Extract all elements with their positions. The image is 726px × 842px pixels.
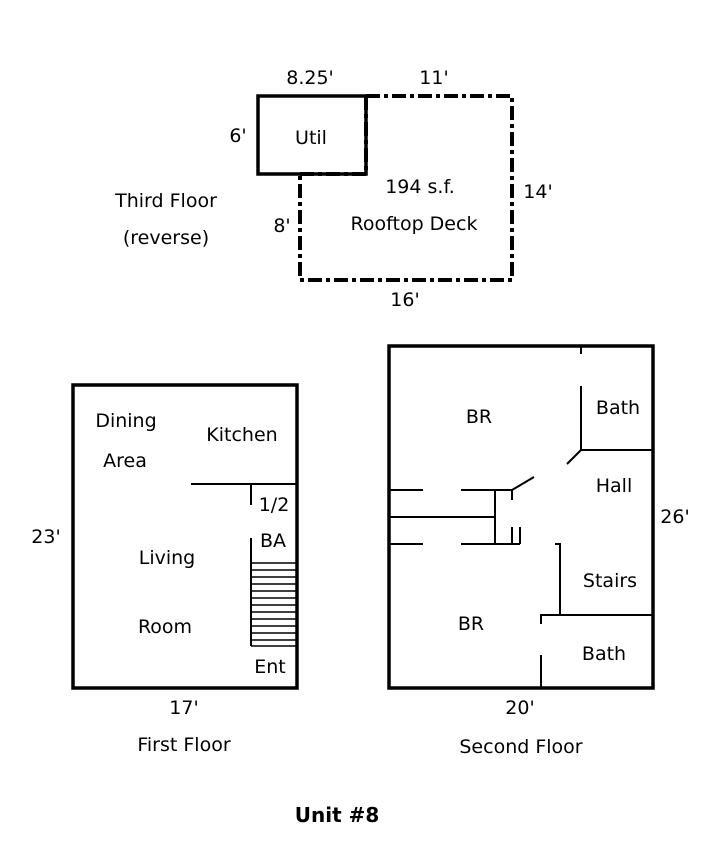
hall-angled-wall bbox=[566, 449, 582, 465]
dim-second-width: 20' bbox=[505, 697, 534, 719]
rooftop-deck-outline bbox=[298, 94, 514, 282]
first-floor: Dining Area Kitchen 1/2 BA Living Room E… bbox=[31, 383, 299, 756]
room-br-bottom: BR bbox=[458, 613, 484, 635]
dim-deck-right: 14' bbox=[523, 181, 552, 203]
dim-second-height: 26' bbox=[660, 506, 689, 528]
first-floor-outline bbox=[71, 383, 299, 690]
bottom-bath-wall bbox=[540, 614, 653, 624]
room-stairs: Stairs bbox=[583, 570, 637, 592]
room-entry: Ent bbox=[254, 656, 286, 678]
dim-deck-left: 8' bbox=[273, 215, 290, 237]
door-swing bbox=[511, 476, 535, 491]
room-living-line1: Living bbox=[139, 547, 196, 569]
stairs-wall bbox=[555, 543, 561, 615]
dim-deck-top: 11' bbox=[419, 67, 448, 89]
dim-util-height: 6' bbox=[229, 125, 246, 147]
unit-title: Unit #8 bbox=[295, 803, 380, 827]
dim-first-width: 17' bbox=[169, 697, 198, 719]
third-floor-label: Third Floor bbox=[114, 190, 217, 212]
room-living-line2: Room bbox=[138, 616, 192, 638]
room-util: Util bbox=[295, 127, 327, 149]
room-bath-top: Bath bbox=[596, 397, 640, 419]
room-br-top: BR bbox=[466, 406, 492, 428]
room-rooftop-deck: Rooftop Deck bbox=[351, 213, 478, 235]
room-half-bath-line2: BA bbox=[260, 530, 286, 552]
room-dining-line2: Area bbox=[103, 450, 147, 472]
room-kitchen: Kitchen bbox=[206, 424, 277, 446]
room-half-bath-line1: 1/2 bbox=[259, 494, 290, 516]
staircase bbox=[251, 562, 297, 647]
third-floor: 8.25' 11' 6' 8' 14' 16' Util 194 s.f. Ro… bbox=[114, 67, 553, 311]
dim-first-height: 23' bbox=[31, 526, 60, 548]
deck-area: 194 s.f. bbox=[385, 176, 455, 198]
first-floor-label: First Floor bbox=[137, 734, 230, 756]
room-bath-bottom: Bath bbox=[582, 643, 626, 665]
room-dining-line1: Dining bbox=[95, 410, 156, 432]
third-floor-note: (reverse) bbox=[123, 227, 209, 249]
second-floor: BR Bath Hall Stairs BR Bath 26' 20' Seco… bbox=[387, 344, 690, 758]
dim-util-width: 8.25' bbox=[286, 67, 334, 89]
deck-util-edge bbox=[300, 96, 368, 176]
dim-deck-bottom: 16' bbox=[390, 289, 419, 311]
room-hall: Hall bbox=[596, 475, 633, 497]
second-floor-label: Second Floor bbox=[459, 736, 582, 758]
